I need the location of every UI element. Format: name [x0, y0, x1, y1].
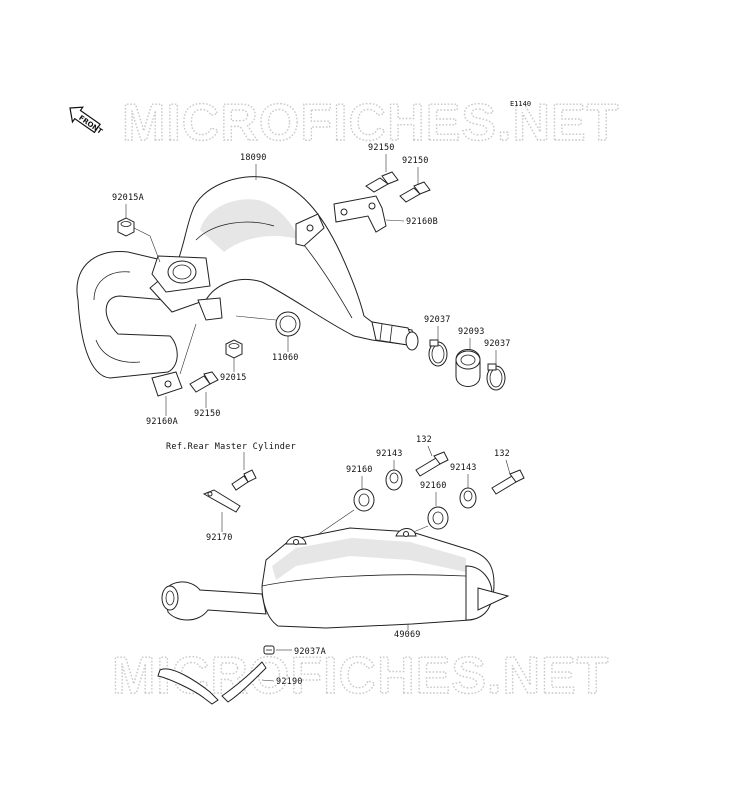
- joint-rubber-92093[interactable]: [455, 349, 481, 387]
- bolt-92150-top-b[interactable]: [399, 181, 431, 203]
- label-92015: 92015: [220, 373, 247, 383]
- silencer-49069[interactable]: [161, 527, 510, 629]
- label-92170: 92170: [206, 533, 233, 543]
- label-18090: 18090: [240, 153, 267, 163]
- watermark-bottom: MICROFICHES.NET: [112, 647, 609, 705]
- gasket-11060[interactable]: [275, 311, 301, 337]
- label-92160-left: 92160: [346, 465, 373, 475]
- clamp-92037-right[interactable]: [486, 363, 506, 391]
- label-92190: 92190: [276, 677, 303, 687]
- label-92150-low: 92150: [194, 409, 221, 419]
- label-132-right: 132: [494, 449, 510, 459]
- label-92143-right: 92143: [450, 463, 477, 473]
- hose-92190[interactable]: [157, 661, 267, 705]
- bolt-92150-mc[interactable]: [231, 469, 257, 491]
- bolt-132-left[interactable]: [415, 451, 449, 477]
- watermark-top: MICROFICHES.NET: [122, 94, 619, 152]
- damper-92160-right[interactable]: [427, 506, 449, 530]
- bolt-92150-low[interactable]: [189, 371, 219, 393]
- diagram-code: E1140: [510, 100, 531, 108]
- bolt-132-right[interactable]: [491, 469, 525, 495]
- label-92150-top-b: 92150: [402, 156, 429, 166]
- label-92160b: 92160B: [406, 217, 438, 227]
- bolt-92150-top-a[interactable]: [365, 171, 399, 193]
- nut-92015[interactable]: [225, 339, 243, 359]
- label-92037-left: 92037: [424, 315, 451, 325]
- damper-92160-left[interactable]: [353, 488, 375, 512]
- plate-92170[interactable]: [202, 489, 241, 513]
- expansion-chamber[interactable]: [76, 176, 419, 379]
- label-92143-left: 92143: [376, 449, 403, 459]
- clamp-92037a[interactable]: [263, 645, 275, 655]
- label-92037a: 92037A: [294, 647, 326, 657]
- bracket-92160a[interactable]: [151, 371, 183, 397]
- label-92150-top-a: 92150: [368, 143, 395, 153]
- label-132-left: 132: [416, 435, 432, 445]
- collar-92143-right[interactable]: [459, 487, 477, 509]
- label-92160-right: 92160: [420, 481, 447, 491]
- bracket-92160b[interactable]: [333, 195, 387, 233]
- label-11060: 11060: [272, 353, 299, 363]
- label-92015a: 92015A: [112, 193, 144, 203]
- reference-note: Ref.Rear Master Cylinder: [166, 442, 296, 452]
- label-49069: 49069: [394, 630, 421, 640]
- clamp-92037-left[interactable]: [428, 339, 448, 367]
- collar-92143-left[interactable]: [385, 469, 403, 491]
- label-92093: 92093: [458, 327, 485, 337]
- nut-92015a[interactable]: [117, 217, 135, 237]
- front-arrow-icon: FRONT: [69, 106, 104, 136]
- label-92160a: 92160A: [146, 417, 178, 427]
- label-92037-right: 92037: [484, 339, 511, 349]
